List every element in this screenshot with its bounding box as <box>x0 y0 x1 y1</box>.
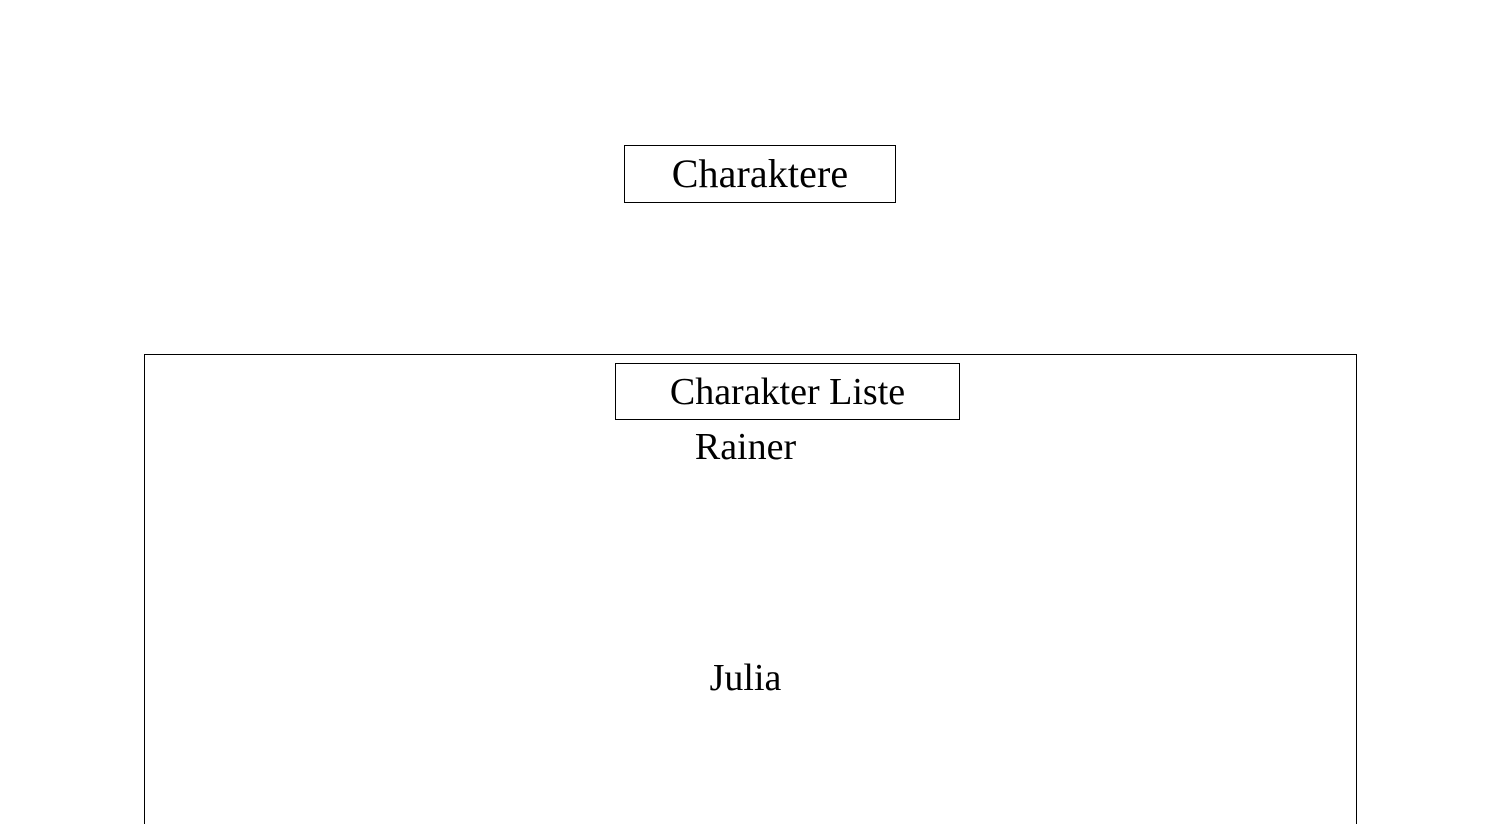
page-title: Charaktere <box>671 151 849 196</box>
character-name: Julia <box>709 657 782 699</box>
character-list-title-box: Charakter Liste <box>615 363 960 420</box>
app-root: Charaktere Charakter Liste Rainer Julia <box>144 145 1357 824</box>
page-title-box: Charaktere <box>624 145 896 203</box>
character-list-item[interactable]: Rainer <box>145 425 1356 469</box>
character-list-title: Charakter Liste <box>669 370 906 413</box>
character-list-panel: Charakter Liste Rainer Julia <box>144 354 1357 824</box>
character-name: Rainer <box>694 426 797 468</box>
character-list-item[interactable]: Julia <box>145 656 1356 700</box>
